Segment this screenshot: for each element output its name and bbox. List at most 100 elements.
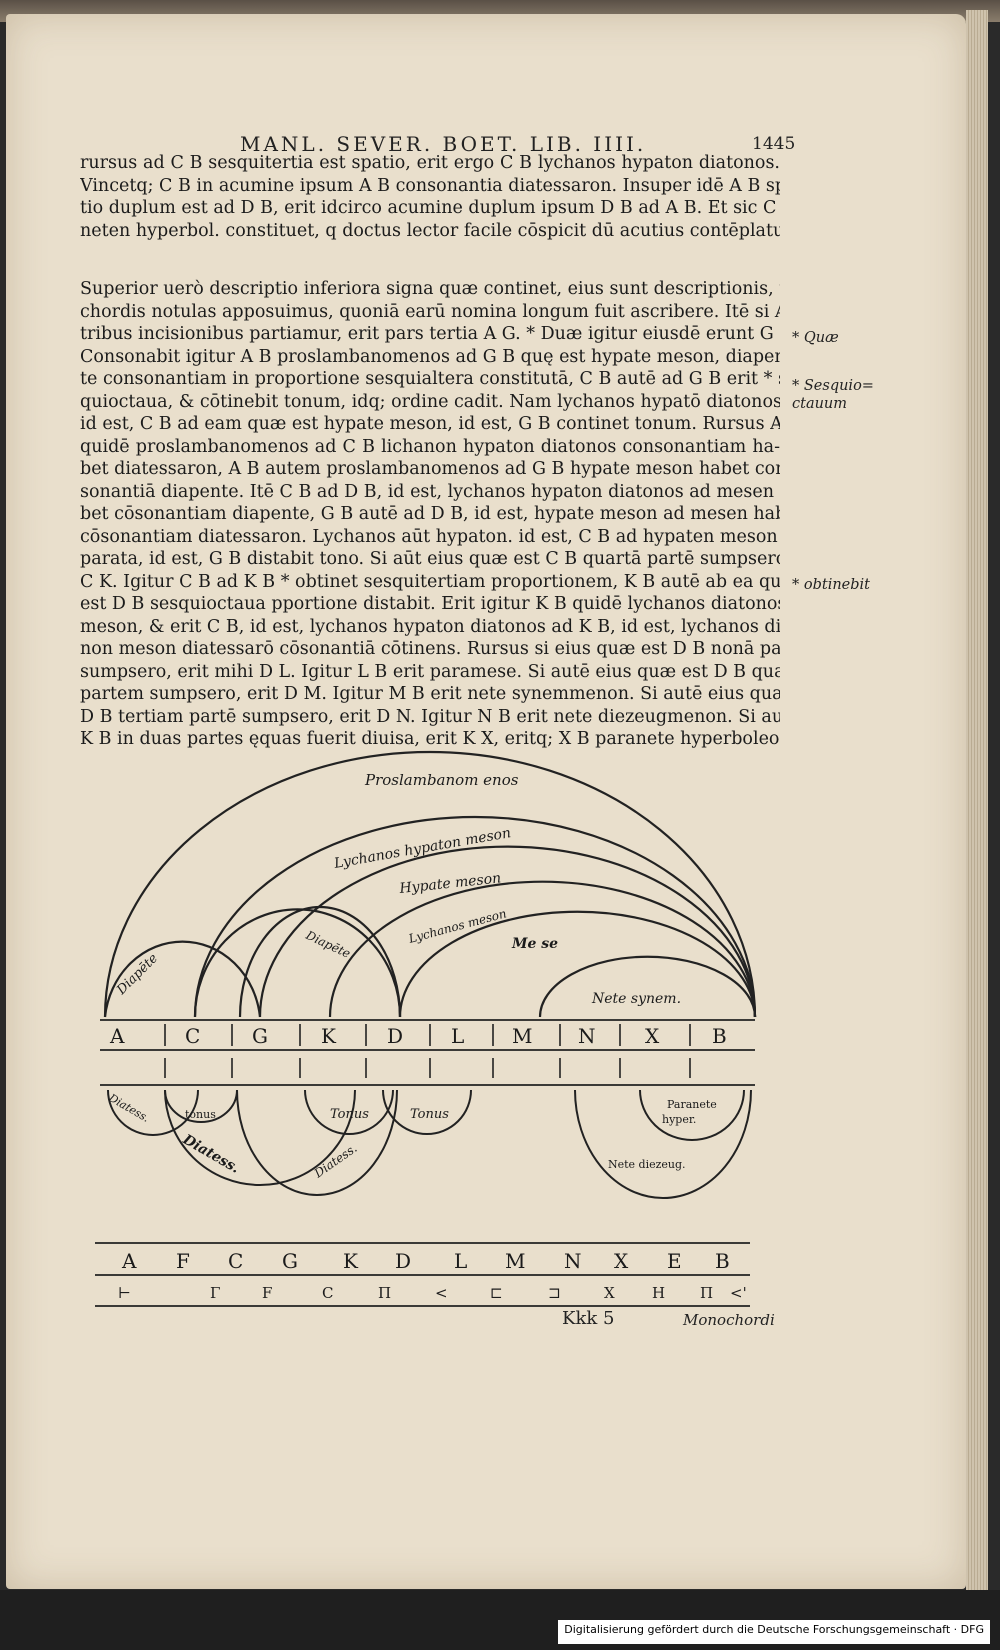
table-letter: F — [176, 1249, 190, 1273]
page-number: 1445 — [752, 134, 796, 154]
paragraph-2-line: partem sumpsero, erit D M. Igitur M B er… — [80, 684, 780, 704]
paragraph-2-line: tribus incisionibus partiamur, erit pars… — [80, 324, 780, 344]
arc-mese — [398, 910, 757, 1018]
paragraph-2-line: sumpsero, erit mihi D L. Igitur L B erit… — [80, 661, 780, 682]
scale-letter-b: B — [712, 1024, 727, 1048]
table-letter: C — [228, 1249, 243, 1273]
paragraph-2-line: quidē proslambanomenos ad C B lichanon h… — [80, 436, 780, 457]
table-symbol: < — [435, 1284, 448, 1302]
arc-nete-synem — [538, 955, 757, 1018]
arc-lychanos-hypaton — [193, 815, 757, 1018]
paragraph-1-line: rursus ad C B sesquitertia est spatio, e… — [80, 153, 780, 173]
table-symbol: ⊢ — [118, 1284, 131, 1302]
scale-rules — [100, 1019, 755, 1086]
scale-letter-l: L — [451, 1024, 464, 1048]
paragraph-2-line: id est, C B ad eam quæ est hypate meson,… — [80, 414, 780, 434]
table-symbol: C — [322, 1284, 333, 1302]
lower-table-rules — [95, 1242, 750, 1307]
table-letter: A — [121, 1249, 137, 1273]
arc-label-proslambanomenos: Proslambanom enos — [364, 771, 519, 789]
lower-table-row-2: ⊢ Γ F C Π < ⊏ ⊐ X H Π <' — [118, 1284, 747, 1302]
paragraph-2-line: te consonantiam in proportione sesquialt… — [80, 369, 780, 389]
scale-letter-a: A — [109, 1024, 125, 1048]
table-letter: B — [715, 1249, 730, 1273]
table-symbol: X — [604, 1284, 615, 1302]
lower-label-hyper: hyper. — [662, 1113, 696, 1126]
arc-lychanos-meson — [328, 880, 757, 1018]
arc-label-nete-synem: Nete synem. — [591, 991, 681, 1007]
margin-note-sesquio: * Sesquio= — [792, 378, 874, 394]
lower-label-tonus-2: Tonus — [330, 1107, 369, 1122]
arc-label-lychanos-hypaton-meson: Lychanos hypaton meson — [332, 825, 512, 872]
lower-label-nete-diezeug: Nete diezeug. — [608, 1158, 686, 1171]
paragraph-2-line: chordis notulas apposuimus, quoniā earū … — [80, 301, 780, 322]
paragraph-2-line: quioctaua, & cōtinebit tonum, idq; ordin… — [80, 391, 780, 412]
page-fore-edge — [966, 10, 988, 1595]
lower-label-paranete: Paranete — [667, 1098, 717, 1111]
table-symbol: ⊐ — [548, 1284, 561, 1302]
paragraph-2-line: Superior uerò descriptio inferiora signa… — [80, 279, 780, 299]
table-symbol: ⊏ — [490, 1284, 503, 1302]
table-letter: D — [395, 1249, 411, 1273]
table-letter: X — [614, 1249, 629, 1273]
table-symbol: Π — [700, 1284, 713, 1302]
margin-note-que: * Quæ — [792, 330, 839, 346]
table-symbol: Π — [378, 1284, 391, 1302]
paragraph-1: rursus ad C B sesquitertia est spatio, e… — [80, 152, 780, 242]
paragraph-2-line: bet diatessaron, A B autem proslambanome… — [80, 459, 780, 479]
book-page — [6, 14, 966, 1589]
paragraph-1-line: tio duplum est ad D B, erit idcirco acum… — [80, 198, 780, 218]
digitization-credit: Digitalisierung gefördert durch die Deut… — [558, 1620, 990, 1644]
arc-proslambanomenos — [103, 750, 757, 1018]
paragraph-2-line: meson, & erit C B, id est, lychanos hypa… — [80, 616, 780, 637]
scale-letter-c: C — [185, 1024, 200, 1048]
margin-note-ctauum: ctauum — [792, 396, 848, 412]
paragraph-1-line: Vincetq; C B in acumine ipsum A B conson… — [80, 175, 780, 196]
lower-label-tonus-3: Tonus — [410, 1107, 449, 1122]
scale-letter-d: D — [387, 1024, 403, 1048]
lower-arcs — [107, 1089, 752, 1199]
upper-arcs — [103, 750, 757, 1018]
scale-letter-row: A C G K D L M N X B — [109, 1024, 727, 1048]
paragraph-2-line: non meson diatessarō cōsonantiā cōtinens… — [80, 639, 780, 659]
table-letter: G — [282, 1249, 298, 1273]
scale-letter-m: M — [512, 1024, 532, 1048]
table-symbol: F — [262, 1284, 272, 1302]
arc-diapente-left — [103, 940, 262, 1018]
paragraph-2-line: bet cōsonantiam diapente, G B autē ad D … — [80, 504, 780, 524]
table-letter: K — [343, 1249, 359, 1273]
paragraph-2-line: Consonabit igitur A B proslambanomenos a… — [80, 346, 780, 367]
arc-inner-1 — [238, 905, 402, 1018]
scale-letter-n: N — [578, 1024, 596, 1048]
running-head: MANL. SEVER. BOET. LIB. IIII. — [240, 132, 647, 156]
table-letter: E — [667, 1249, 682, 1273]
table-symbol: H — [652, 1284, 665, 1302]
table-symbol: Γ — [210, 1284, 220, 1302]
paragraph-2-line: parata, id est, G B distabit tono. Si aū… — [80, 549, 780, 569]
scale-letter-g: G — [252, 1024, 268, 1048]
paragraph-2-line: K B in duas partes ęquas fuerit diuisa, … — [80, 729, 780, 749]
signature-mark: Kkk 5 — [562, 1308, 615, 1329]
table-letter: L — [454, 1249, 467, 1273]
scale-ticks — [164, 1024, 691, 1078]
catchword: Monochordi — [683, 1311, 775, 1329]
arc-label-hypate-meson: Hypate meson — [398, 870, 502, 897]
paragraph-2-line: cōsonantiam diatessaron. Lychanos aūt hy… — [80, 526, 780, 547]
paragraph-1-line: neten hyperbol. constituet, q doctus lec… — [80, 220, 780, 241]
arc-label-diapente-mid: Diapēte — [303, 928, 353, 961]
scale-letter-k: K — [321, 1024, 337, 1048]
paragraph-2-line: sonantiā diapente. Itē C B ad D B, id es… — [80, 481, 780, 502]
paragraph-2-line: D B tertiam partē sumpsero, erit D N. Ig… — [80, 706, 780, 727]
table-letter: M — [505, 1249, 525, 1273]
arc-diapente-mid — [193, 908, 402, 1018]
scale-letter-x: X — [645, 1024, 660, 1048]
lower-label-tonus-1: tonus — [185, 1108, 216, 1121]
table-symbol: <' — [730, 1284, 747, 1302]
arc-hypate-meson — [258, 845, 757, 1018]
paragraph-2: Superior uerò descriptio inferiora signa… — [80, 278, 780, 751]
lower-table-row-1: A F C G K D L M N X E B — [121, 1249, 730, 1273]
margin-note-obtinebit: * obtinebit — [792, 577, 871, 593]
paragraph-2-line: C K. Igitur C B ad K B * obtinet sesquit… — [80, 571, 780, 592]
table-letter: N — [564, 1249, 582, 1273]
